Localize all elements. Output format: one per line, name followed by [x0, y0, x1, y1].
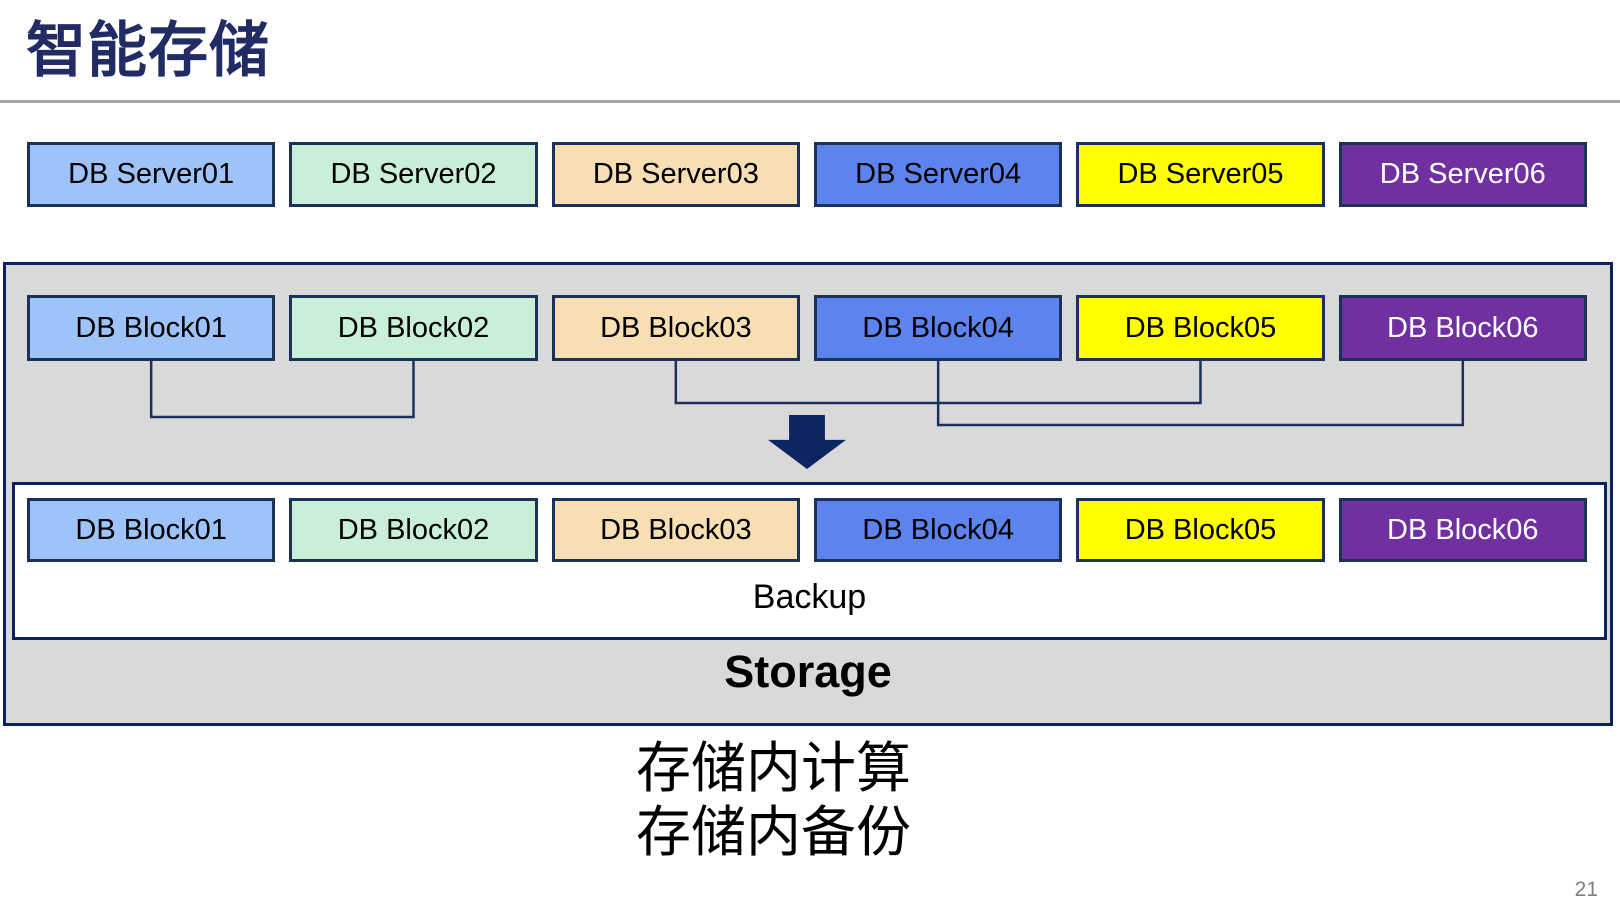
server-box-2: DB Server02 — [289, 142, 538, 207]
page-number: 21 — [1574, 878, 1598, 901]
title-divider — [0, 100, 1620, 103]
backup-db-block-6: DB Block06 — [1338, 498, 1587, 562]
storage-label: Storage — [724, 646, 892, 697]
server-box-5: DB Server05 — [1076, 142, 1325, 207]
backup-db-block-4: DB Block04 — [813, 498, 1063, 562]
backup-db-block-3: DB Block03 — [551, 498, 800, 562]
backup-db-block-5: DB Block05 — [1076, 498, 1325, 562]
backup-db-block-2: DB Block02 — [289, 498, 538, 562]
caption-line-1: 存储内计算 — [636, 737, 912, 799]
db-block-2: DB Block02 — [289, 295, 538, 361]
caption-line-2: 存储内备份 — [636, 801, 912, 863]
server-box-4: DB Server04 — [813, 142, 1063, 207]
db-block-4: DB Block04 — [813, 295, 1063, 361]
db-block-3: DB Block03 — [551, 295, 800, 361]
server-box-6: DB Server06 — [1338, 142, 1587, 207]
backup-db-block-1: DB Block01 — [27, 498, 276, 562]
db-block-5: DB Block05 — [1076, 295, 1325, 361]
server-box-1: DB Server01 — [27, 142, 276, 207]
db-block-6: DB Block06 — [1338, 295, 1587, 361]
backup-label: Backup — [752, 578, 867, 616]
down-arrow-icon — [768, 415, 846, 469]
server-box-3: DB Server03 — [551, 142, 800, 207]
caption: 存储内计算 存储内备份 — [636, 736, 911, 864]
page-title: 智能存储 — [26, 17, 270, 84]
db-block-1: DB Block01 — [27, 295, 276, 361]
